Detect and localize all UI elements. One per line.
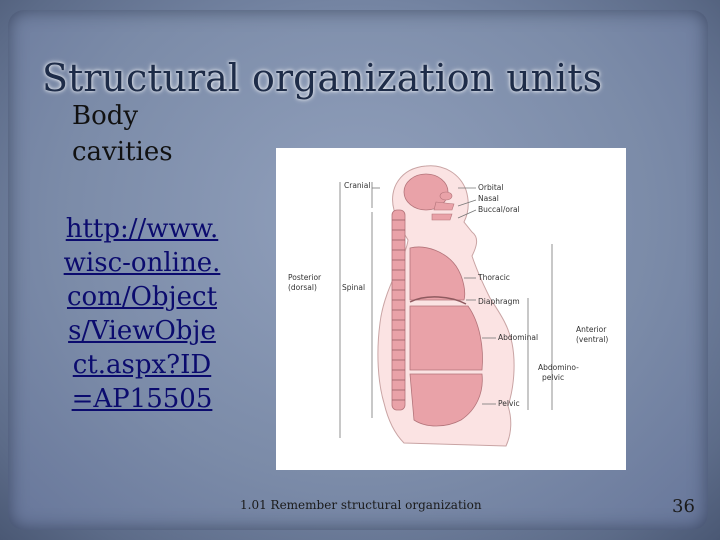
orbital-cavity (439, 191, 453, 201)
slide-footer: 1.01 Remember structural organization (240, 498, 482, 512)
nasal-cavity (433, 201, 455, 211)
label-abdomino: Abdomino- (538, 363, 579, 372)
label-ventral: (ventral) (576, 335, 608, 344)
thoracic-cavity (409, 246, 466, 301)
label-orbital: Orbital (478, 183, 503, 192)
page-number: 36 (672, 496, 695, 517)
label-abdominal: Abdominal (498, 333, 538, 342)
slide-subtitle: Body cavities (72, 101, 173, 167)
label-thoracic: Thoracic (477, 273, 510, 282)
label-dorsal: (dorsal) (288, 283, 317, 292)
label-posterior: Posterior (288, 273, 322, 282)
reference-link[interactable]: http://www.wisc-online.com/Objects/ViewO… (63, 214, 221, 414)
label-diaphragm: Diaphragm (478, 297, 520, 306)
bracket-lines (339, 182, 553, 438)
label-nasal: Nasal (478, 194, 499, 203)
label-buccal: Buccal/oral (478, 205, 520, 214)
label-anterior: Anterior (576, 325, 607, 334)
diaphragm (409, 296, 467, 305)
oral-cavity (431, 213, 453, 221)
spine (391, 209, 406, 411)
pelvic-cavity (409, 373, 483, 427)
label-cranial: Cranial (344, 181, 370, 190)
label-spinal: Spinal (342, 283, 365, 292)
label-pelvic: Pelvic (498, 399, 520, 408)
abdominal-cavity (409, 305, 483, 371)
slide-title: Structural organization units (42, 56, 603, 100)
body-cavities-diagram: Cranial Orbital Nasal Buccal/oral Poster… (276, 148, 626, 470)
label-pelvic-joint: pelvic (542, 373, 564, 382)
